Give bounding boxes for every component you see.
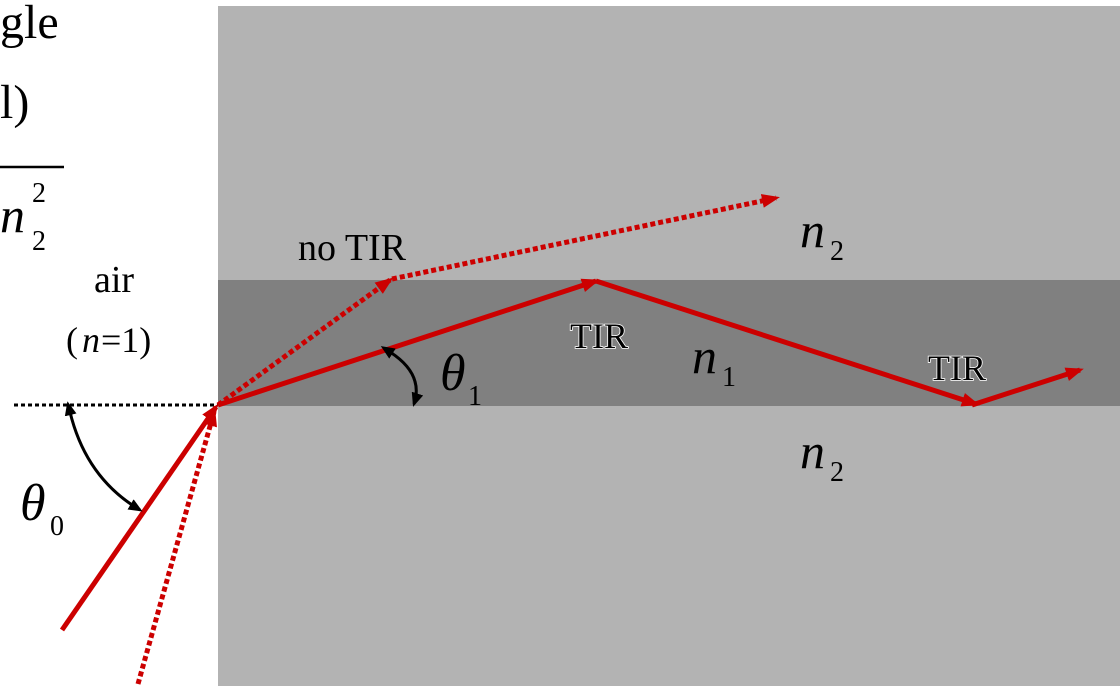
- n2-lower-symbol: n: [800, 423, 825, 479]
- theta0-symbol: θ: [20, 475, 46, 532]
- theta1-angle-arrow: [380, 346, 424, 407]
- guided-ray-seg-2: [595, 278, 980, 407]
- theta1-symbol: θ: [440, 345, 466, 402]
- left-fragment-top: gle: [0, 0, 59, 49]
- left-fragment-paren: l): [0, 76, 29, 129]
- n2-lower-subscript: 2: [830, 457, 844, 488]
- fiber-core: [218, 280, 1120, 406]
- upper-cladding: [218, 6, 1120, 280]
- lower-cladding: [218, 406, 1120, 686]
- incident-ray: [59, 403, 219, 632]
- no-tir-label: no TIR: [298, 227, 407, 269]
- left-fragment-n-sup: 2: [32, 178, 46, 209]
- theta0-angle-arrow: [64, 401, 143, 512]
- n1-symbol: n: [692, 328, 717, 384]
- refracted-ray-no-tir: [216, 277, 394, 408]
- escaping-ray-no-tir: [391, 194, 780, 282]
- air-label: air: [94, 259, 134, 301]
- left-fragment-n: n: [0, 187, 25, 243]
- tir-label-first: TIR: [570, 316, 628, 356]
- n1-subscript: 1: [722, 362, 736, 393]
- theta0-subscript: 0: [50, 511, 64, 542]
- incident-ray-steep: [135, 408, 217, 685]
- guided-ray-seg-1: [217, 278, 600, 408]
- guided-ray-seg-3: [971, 367, 1084, 408]
- air-index-open: (: [66, 320, 78, 360]
- n2-upper-symbol: n: [800, 202, 825, 258]
- air-index-var: n: [82, 320, 100, 360]
- air-index-rest: =1): [101, 320, 151, 360]
- n2-upper-subscript: 2: [830, 236, 844, 267]
- tir-label-second: TIR: [928, 348, 986, 388]
- theta1-subscript: 1: [468, 381, 482, 412]
- left-fragment-n-sub: 2: [32, 226, 46, 257]
